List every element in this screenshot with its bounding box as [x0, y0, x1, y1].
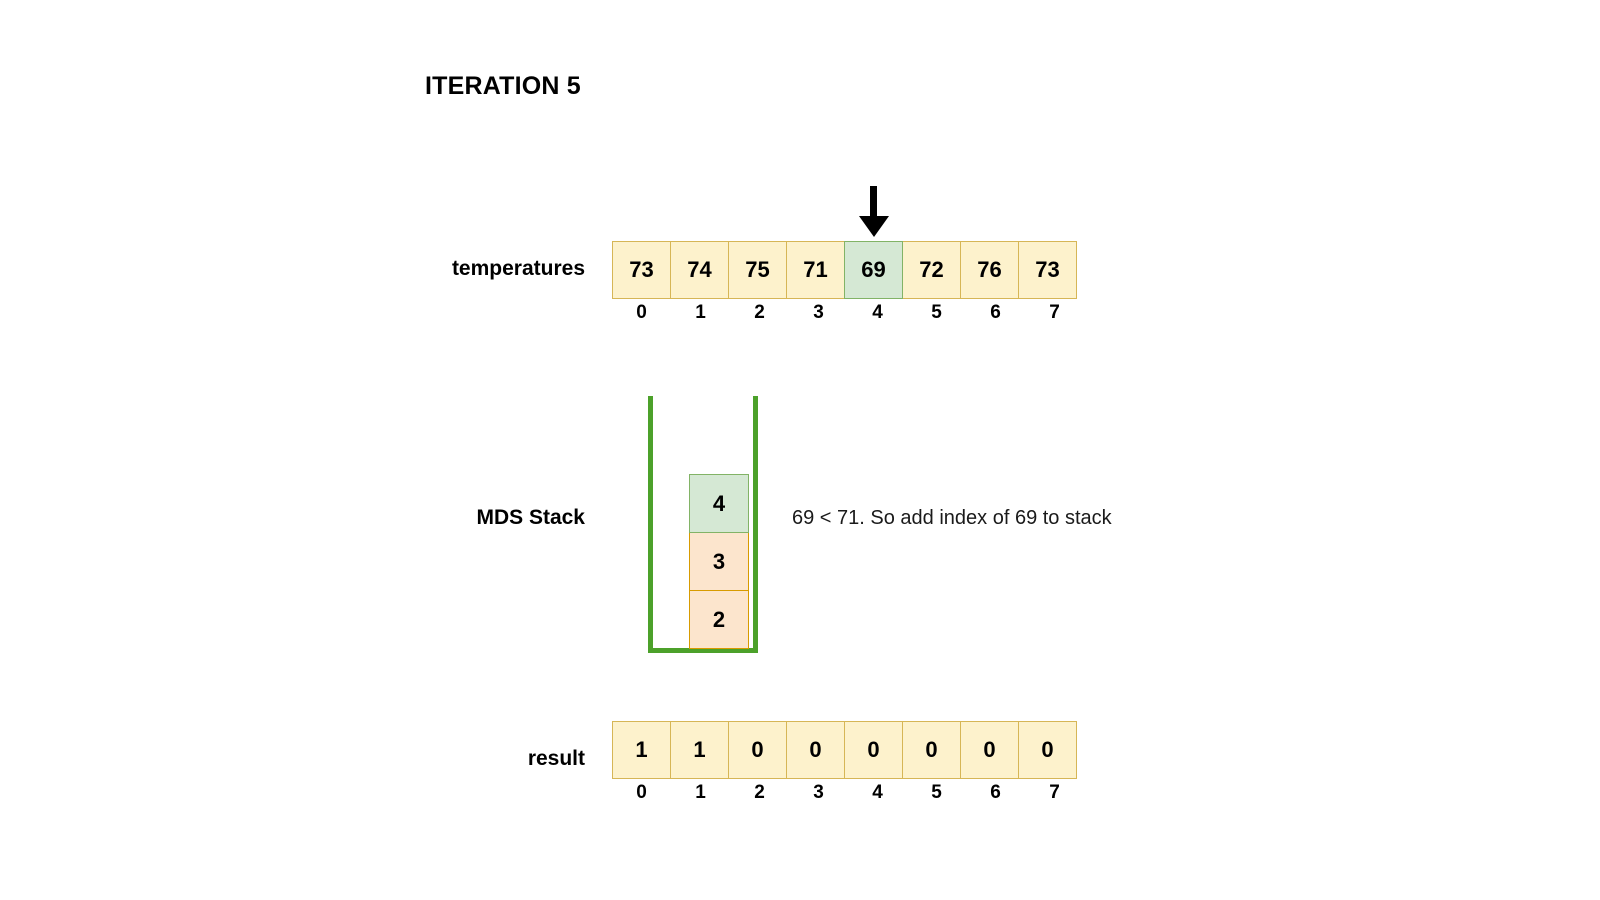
result-index-label: 4	[872, 782, 883, 803]
result-index-label: 2	[754, 782, 765, 803]
temperature-index-label: 1	[695, 302, 706, 323]
result-cell: 1	[612, 721, 671, 779]
temperature-cell: 75	[728, 241, 787, 299]
mds-stack-label: MDS Stack	[476, 506, 585, 529]
temperature-cell: 73	[1018, 241, 1077, 299]
result-cell: 0	[960, 721, 1019, 779]
result-cell: 0	[844, 721, 903, 779]
temperature-cell: 76	[960, 241, 1019, 299]
result-cell: 1	[670, 721, 729, 779]
result-index-label: 6	[990, 782, 1001, 803]
temperature-index-label: 3	[813, 302, 824, 323]
result-index-ruler: 0 1 2 3 4 5 6 7	[612, 782, 1084, 804]
temperature-cell: 73	[612, 241, 671, 299]
result-index-label: 7	[1049, 782, 1060, 803]
temperature-index-label: 0	[636, 302, 647, 323]
temperature-index-label: 7	[1049, 302, 1060, 323]
temperature-index-label: 5	[931, 302, 942, 323]
result-index-label: 1	[695, 782, 706, 803]
temperatures-index-ruler: 0 1 2 3 4 5 6 7	[612, 302, 1084, 324]
temperatures-label: temperatures	[451, 257, 585, 280]
result-index-label: 5	[931, 782, 942, 803]
stack-cell: 3	[689, 532, 749, 591]
page-title: ITERATION 5	[425, 72, 581, 100]
result-cell: 0	[902, 721, 961, 779]
result-index-label: 0	[636, 782, 647, 803]
result-cell: 0	[786, 721, 845, 779]
stack-annotation-text: 69 < 71. So add index of 69 to stack	[792, 507, 1112, 529]
result-cell: 0	[728, 721, 787, 779]
stack-cell: 4	[689, 474, 749, 533]
stack-cell: 2	[689, 590, 749, 649]
temperature-cell: 71	[786, 241, 845, 299]
down-arrow-icon	[856, 186, 892, 238]
stack-container	[648, 396, 758, 653]
temperature-index-label: 2	[754, 302, 765, 323]
temperature-cell: 69	[844, 241, 903, 299]
result-label: result	[527, 747, 585, 770]
result-index-label: 3	[813, 782, 824, 803]
temperature-index-label: 6	[990, 302, 1001, 323]
temperature-index-label: 4	[872, 302, 883, 323]
temperature-cell: 72	[902, 241, 961, 299]
result-cell: 0	[1018, 721, 1077, 779]
temperature-cell: 74	[670, 241, 729, 299]
